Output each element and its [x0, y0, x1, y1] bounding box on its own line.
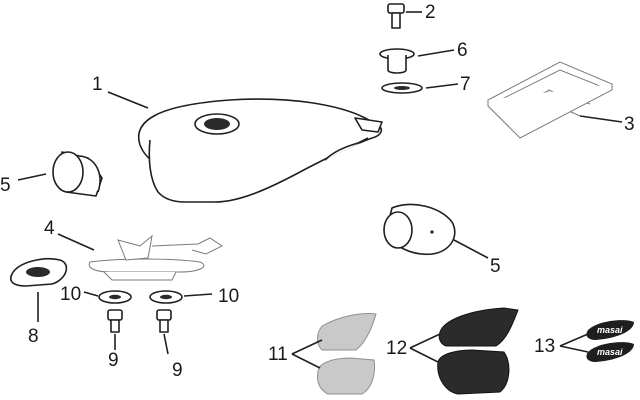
- callout-7: 7: [460, 74, 471, 95]
- callout-11: 11: [268, 344, 288, 365]
- knee-pad-dark-lower: [437, 349, 510, 395]
- leader-7: [425, 83, 459, 89]
- masai-decal-upper: masai: [586, 320, 634, 340]
- grommet-left: [52, 151, 103, 197]
- sender-gasket: [10, 258, 68, 287]
- tank-bolt: [387, 3, 405, 29]
- leader-13b: [559, 345, 589, 353]
- knee-pad-light-upper: [317, 313, 377, 351]
- leader-4: [57, 233, 95, 251]
- grommet-right: [383, 203, 456, 256]
- leader-12b: [409, 347, 439, 363]
- callout-6: 6: [457, 40, 468, 61]
- fuel-sender: [88, 234, 223, 281]
- knee-pad-dark-upper: [438, 307, 519, 347]
- svg-text:masai: masai: [597, 347, 623, 357]
- svg-text:masai: masai: [597, 325, 623, 335]
- callout-5-left: 5: [0, 175, 11, 196]
- flat-washer: [381, 82, 423, 94]
- leader-9b: [163, 333, 169, 355]
- callout-13: 13: [534, 336, 555, 357]
- callout-3: 3: [624, 114, 635, 135]
- callout-12: 12: [386, 338, 407, 359]
- leader-11a: [291, 339, 323, 355]
- callout-10-left: 10: [60, 284, 81, 305]
- leader-12a: [409, 333, 441, 349]
- leader-5b: [453, 239, 489, 259]
- rubber-bushing: [379, 48, 415, 74]
- screw-right: [156, 309, 172, 333]
- callout-2: 2: [425, 2, 436, 23]
- callout-9-right: 9: [172, 360, 183, 381]
- leader-10b: [183, 293, 213, 297]
- leader-3: [579, 115, 623, 123]
- leader-11b: [291, 353, 321, 369]
- callout-10-right: 10: [218, 286, 239, 307]
- washer-right: [149, 290, 183, 304]
- leader-10a: [83, 291, 99, 297]
- callout-1: 1: [92, 74, 103, 95]
- fuel-tank: [137, 98, 383, 203]
- callout-8: 8: [28, 326, 39, 347]
- leader-1: [107, 91, 149, 109]
- callout-4: 4: [44, 218, 55, 239]
- leader-13a: [559, 333, 589, 347]
- masai-decal-lower: masai: [586, 342, 634, 362]
- leader-5a: [17, 173, 47, 181]
- callout-5-right: 5: [490, 256, 501, 277]
- leader-6: [417, 49, 455, 57]
- callout-9-left: 9: [108, 350, 119, 371]
- knee-pad-light-lower: [317, 357, 375, 395]
- washer-left: [98, 290, 132, 304]
- screw-left: [107, 309, 123, 333]
- mounting-bracket: [487, 61, 614, 139]
